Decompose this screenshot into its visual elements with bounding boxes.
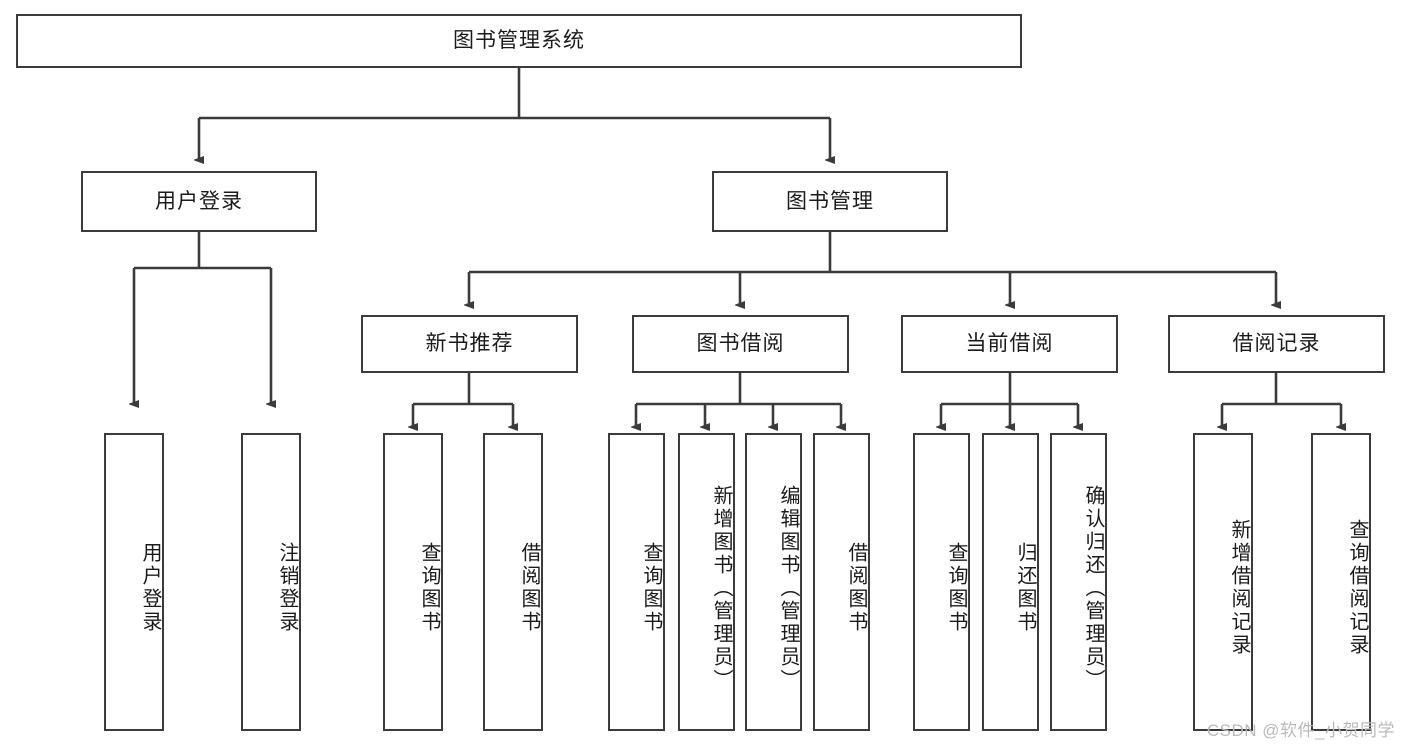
node-label: 新增借阅记录 <box>1228 519 1250 657</box>
leaf-records-query-record[interactable]: 查询借阅记录 <box>1311 433 1371 731</box>
csdn-watermark: CSDN @软件_小贺同学 <box>1206 721 1395 740</box>
node-current-borrow[interactable]: 当前借阅 <box>901 315 1118 373</box>
leaf-borrow-borrow-book[interactable]: 借阅图书 <box>813 433 870 731</box>
node-label: 编辑图书（管理员） <box>777 484 799 692</box>
leaf-borrow-query-book[interactable]: 查询图书 <box>608 433 665 731</box>
node-label: 查询借阅记录 <box>1346 519 1368 657</box>
node-label: 图书借阅 <box>696 332 785 356</box>
leaf-records-add-record[interactable]: 新增借阅记录 <box>1193 433 1253 731</box>
node-user-login[interactable]: 用户登录 <box>81 171 317 232</box>
leaf-user-login-login[interactable]: 用户登录 <box>104 433 164 731</box>
node-label: 新书推荐 <box>425 332 514 356</box>
node-book-borrow[interactable]: 图书借阅 <box>632 315 849 373</box>
node-label: 图书管理系统 <box>453 29 585 53</box>
leaf-recommend-borrow-book[interactable]: 借阅图书 <box>483 433 543 731</box>
node-book-management[interactable]: 图书管理 <box>712 171 948 232</box>
node-label: 确认归还（管理员） <box>1082 484 1104 692</box>
node-label: 归还图书 <box>1014 542 1036 634</box>
node-label: 新增图书（管理员） <box>710 484 732 692</box>
node-label: 图书管理 <box>786 189 874 213</box>
node-label: 注销登录 <box>276 542 298 634</box>
node-new-book-recommend[interactable]: 新书推荐 <box>361 315 578 373</box>
node-label: 用户登录 <box>139 542 161 634</box>
leaf-current-query-book[interactable]: 查询图书 <box>913 433 970 731</box>
node-label: 借阅图书 <box>845 542 867 634</box>
node-root-system[interactable]: 图书管理系统 <box>16 14 1022 68</box>
node-label: 当前借阅 <box>965 332 1054 356</box>
node-borrow-records[interactable]: 借阅记录 <box>1168 315 1385 373</box>
leaf-current-confirm-return[interactable]: 确认归还（管理员） <box>1050 433 1107 731</box>
node-label: 查询图书 <box>945 542 967 634</box>
leaf-borrow-add-book[interactable]: 新增图书（管理员） <box>678 433 735 731</box>
node-label: 查询图书 <box>640 542 662 634</box>
leaf-current-return-book[interactable]: 归还图书 <box>982 433 1039 731</box>
node-label: 用户登录 <box>155 189 243 213</box>
node-label: 查询图书 <box>418 542 440 634</box>
leaf-recommend-query-book[interactable]: 查询图书 <box>383 433 443 731</box>
node-label: 借阅图书 <box>518 542 540 634</box>
node-label: 借阅记录 <box>1232 332 1321 356</box>
leaf-borrow-edit-book[interactable]: 编辑图书（管理员） <box>745 433 802 731</box>
leaf-user-login-logout[interactable]: 注销登录 <box>241 433 301 731</box>
